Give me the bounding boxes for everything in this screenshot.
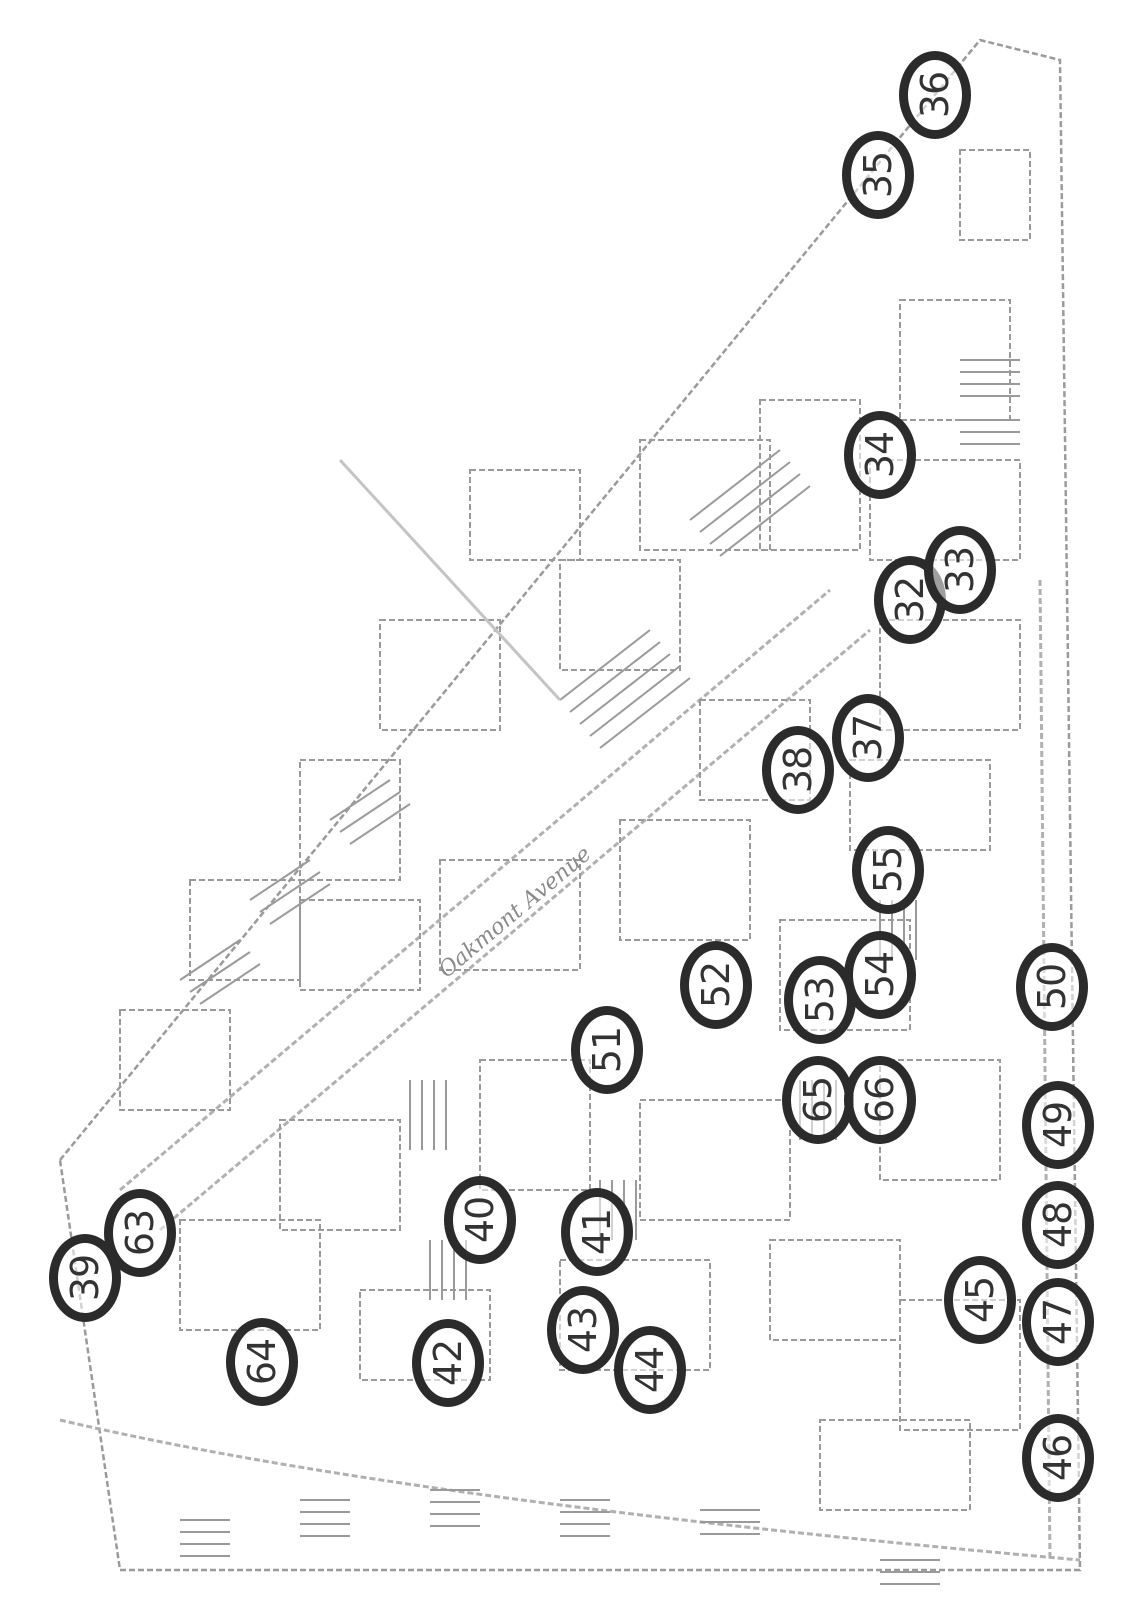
marker-label: 44: [627, 1346, 672, 1394]
marker-label: 55: [865, 846, 910, 894]
marker-label: 49: [1035, 1101, 1080, 1149]
marker-label: 48: [1035, 1201, 1080, 1249]
marker-label: 33: [937, 546, 982, 594]
marker-label: 65: [795, 1076, 840, 1124]
marker-label: 66: [857, 1076, 902, 1124]
marker-label: 45: [957, 1276, 1002, 1324]
marker-label: 38: [775, 746, 820, 794]
marker-37[interactable]: 37: [832, 694, 904, 782]
marker-40[interactable]: 40: [444, 1176, 516, 1264]
marker-45[interactable]: 45: [944, 1256, 1016, 1344]
marker-33[interactable]: 33: [924, 526, 996, 614]
marker-label: 34: [857, 431, 902, 479]
marker-48[interactable]: 48: [1022, 1181, 1094, 1269]
marker-55[interactable]: 55: [852, 826, 924, 914]
marker-38[interactable]: 38: [762, 726, 834, 814]
marker-label: 43: [560, 1306, 605, 1354]
marker-label: 64: [239, 1338, 284, 1386]
marker-34[interactable]: 34: [844, 411, 916, 499]
marker-label: 35: [855, 151, 900, 199]
marker-52[interactable]: 52: [680, 941, 752, 1029]
marker-label: 63: [117, 1209, 162, 1257]
marker-44[interactable]: 44: [614, 1326, 686, 1414]
marker-47[interactable]: 47: [1022, 1278, 1094, 1366]
marker-label: 50: [1029, 963, 1074, 1011]
marker-36[interactable]: 36: [899, 51, 971, 139]
marker-label: 52: [693, 961, 738, 1009]
marker-label: 42: [425, 1339, 470, 1387]
marker-50[interactable]: 50: [1016, 943, 1088, 1031]
marker-64[interactable]: 64: [226, 1318, 298, 1406]
marker-label: 37: [845, 714, 890, 762]
marker-label: 54: [857, 951, 902, 999]
marker-label: 53: [797, 976, 842, 1024]
marker-43[interactable]: 43: [547, 1286, 619, 1374]
marker-39[interactable]: 39: [49, 1234, 121, 1322]
marker-label: 39: [62, 1254, 107, 1302]
marker-41[interactable]: 41: [561, 1188, 633, 1276]
marker-label: 36: [912, 71, 957, 119]
marker-label: 46: [1035, 1434, 1080, 1482]
marker-35[interactable]: 35: [842, 131, 914, 219]
marker-42[interactable]: 42: [412, 1319, 484, 1407]
marker-label: 41: [574, 1208, 619, 1256]
marker-54[interactable]: 54: [844, 931, 916, 1019]
marker-label: 51: [584, 1026, 629, 1074]
marker-51[interactable]: 51: [571, 1006, 643, 1094]
marker-49[interactable]: 49: [1022, 1081, 1094, 1169]
marker-46[interactable]: 46: [1022, 1414, 1094, 1502]
marker-66[interactable]: 66: [844, 1056, 916, 1144]
marker-label: 40: [457, 1196, 502, 1244]
marker-label: 47: [1035, 1298, 1080, 1346]
